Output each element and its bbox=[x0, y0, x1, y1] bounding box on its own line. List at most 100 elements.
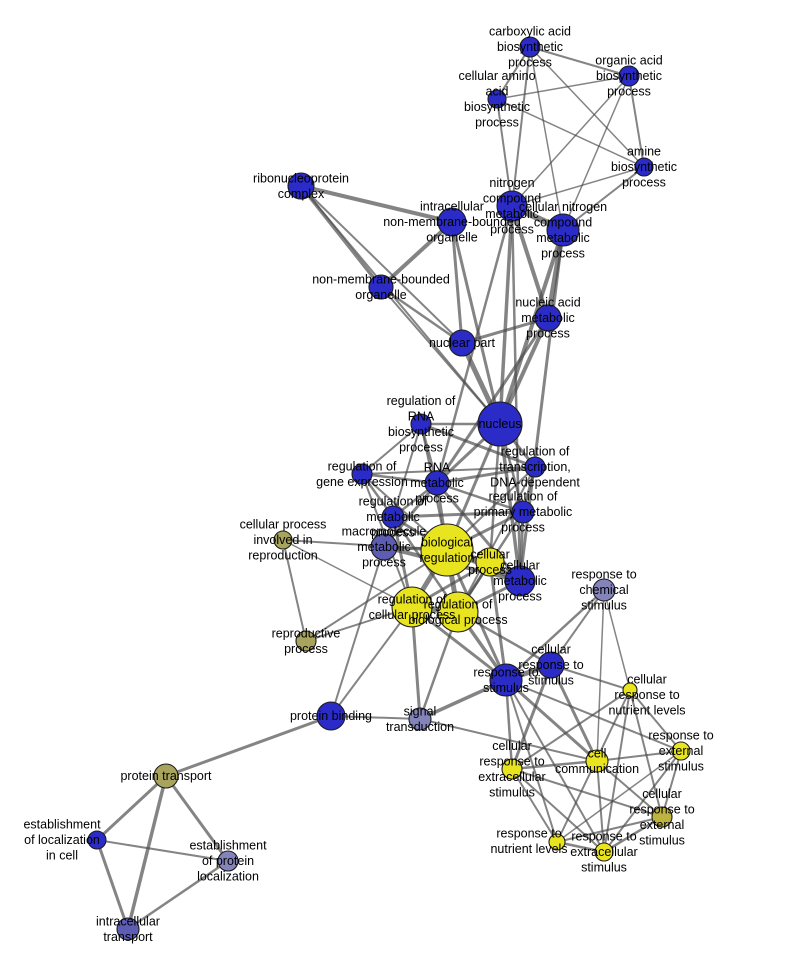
edge-n14-n16 bbox=[435, 465, 537, 485]
edge-n34-n35 bbox=[510, 759, 599, 771]
node-n23[interactable]: response to chemical stimulus bbox=[592, 578, 616, 602]
edge-n13-n15 bbox=[361, 423, 422, 475]
edge-n34-n41 bbox=[511, 768, 605, 853]
edge-n31-n37 bbox=[164, 714, 333, 778]
edge-n29-n40 bbox=[505, 679, 558, 843]
edge-n09-n11 bbox=[379, 285, 464, 345]
node-n27[interactable]: reproductive process bbox=[295, 630, 317, 652]
node-n16[interactable]: RNA metabolic process bbox=[424, 470, 450, 496]
edge-n05-n11 bbox=[300, 185, 463, 344]
edge-n34-n36 bbox=[511, 768, 663, 818]
edge-n02-n03 bbox=[496, 75, 630, 100]
node-n30[interactable]: cellular response to nutrient levels bbox=[622, 682, 638, 698]
node-n18[interactable]: regulation of primary metabolic process bbox=[511, 500, 535, 524]
node-n20[interactable]: biological regulation bbox=[420, 523, 474, 577]
node-n31[interactable]: protein binding bbox=[316, 701, 346, 731]
edge-n28-n34 bbox=[510, 663, 553, 771]
edge-n29-n35 bbox=[504, 678, 599, 763]
edge-n03-n04 bbox=[496, 98, 645, 168]
edge-n30-n36 bbox=[629, 689, 663, 818]
node-n14[interactable]: regulation of transcription, DNA-depende… bbox=[524, 456, 546, 478]
node-n29[interactable]: response to stimulus bbox=[489, 663, 523, 697]
edge-n25-n31 bbox=[330, 606, 413, 717]
edge-n23-n30 bbox=[603, 589, 631, 691]
edge-n30-n41 bbox=[603, 689, 631, 853]
edge-n37-n38 bbox=[95, 774, 168, 842]
node-n06[interactable]: nitrogen compound metabolic process bbox=[496, 190, 528, 222]
node-n32[interactable]: signal transduction bbox=[408, 707, 432, 731]
node-n08[interactable]: intracellular non-membrane-bounded organ… bbox=[437, 207, 467, 237]
edge-n40-n36 bbox=[556, 816, 663, 843]
edge-n04-n07 bbox=[562, 166, 645, 231]
edge-n19-n31 bbox=[330, 546, 385, 717]
edge-n23-n29 bbox=[504, 588, 606, 682]
node-n40[interactable]: response to nutrient levels bbox=[548, 833, 566, 851]
edge-n17-n18 bbox=[391, 510, 525, 519]
node-n21[interactable]: cellular process bbox=[475, 547, 505, 577]
edge-n01-n06 bbox=[511, 46, 531, 207]
edge-n30-n33 bbox=[629, 689, 682, 752]
node-n02[interactable]: organic acid biosynthetic process bbox=[618, 65, 640, 87]
edge-n01-n07 bbox=[529, 46, 564, 231]
edge-n21-n29 bbox=[488, 560, 508, 682]
edge-n04-n06 bbox=[511, 166, 645, 207]
node-n35[interactable]: cell communication bbox=[585, 749, 609, 773]
node-n37[interactable]: protein transport bbox=[153, 763, 179, 789]
edge-n35-n41 bbox=[596, 760, 605, 853]
edge-n33-n35 bbox=[596, 750, 682, 762]
node-n33[interactable]: response to external stimulus bbox=[671, 741, 691, 761]
node-n15[interactable]: regulation of gene expression bbox=[351, 463, 373, 485]
edge-n30-n34 bbox=[511, 689, 631, 770]
node-n04[interactable]: amine biosynthetic process bbox=[634, 157, 654, 177]
edge-n39-n42 bbox=[126, 859, 230, 931]
node-n12[interactable]: nucleus bbox=[477, 401, 523, 447]
edge-n12-n21 bbox=[488, 422, 502, 564]
edge-n28-n30 bbox=[550, 664, 631, 691]
edge-n38-n39 bbox=[96, 839, 229, 862]
node-n34[interactable]: cellular response to extracellular stimu… bbox=[501, 758, 523, 780]
edge-n13-n17 bbox=[392, 423, 422, 518]
edge-n34-n40 bbox=[511, 768, 558, 843]
edge-n16-n18 bbox=[435, 481, 525, 514]
edge-n09-n12 bbox=[380, 286, 501, 425]
edge-n10-n16 bbox=[435, 316, 550, 485]
edge-n20-n24 bbox=[282, 539, 448, 551]
edge-n41-n36 bbox=[602, 815, 664, 854]
edge-n33-n36 bbox=[661, 750, 682, 818]
node-n13[interactable]: regulation of RNA biosynthetic process bbox=[410, 413, 432, 435]
edge-n03-n06 bbox=[496, 98, 513, 207]
node-n25[interactable]: regulation of cellular process bbox=[391, 586, 433, 628]
edge-n35-n36 bbox=[596, 760, 663, 818]
node-n26[interactable]: regulation of biological process bbox=[437, 591, 479, 633]
node-n22[interactable]: cellular metabolic process bbox=[504, 565, 536, 597]
node-n10[interactable]: nucleic acid metabolic process bbox=[534, 304, 562, 332]
edge-n02-n04 bbox=[628, 75, 645, 168]
node-n36[interactable]: cellular response to external stimulus bbox=[651, 806, 673, 828]
node-n42[interactable]: intracellular transport bbox=[116, 917, 140, 941]
edge-n13-n14 bbox=[419, 422, 537, 469]
edge-n12-n22 bbox=[498, 422, 522, 583]
edge-n14-n15 bbox=[361, 466, 536, 475]
edge-n05-n08 bbox=[299, 184, 454, 224]
edge-n14-n26 bbox=[457, 466, 536, 613]
edge-n02-n07 bbox=[562, 75, 630, 231]
node-n19[interactable]: macromolecule metabolic process bbox=[370, 533, 398, 561]
node-n17[interactable]: regulation of metabolic process bbox=[381, 505, 405, 529]
node-n11[interactable]: nuclear part bbox=[448, 329, 476, 357]
node-n28[interactable]: cellular response to stimulus bbox=[537, 651, 565, 679]
node-n24[interactable]: cellular process involved in reproductio… bbox=[273, 530, 293, 550]
node-n38[interactable]: establishment of localization in cell bbox=[87, 830, 107, 850]
edge-n08-n09 bbox=[379, 220, 454, 289]
edge-n38-n42 bbox=[95, 838, 130, 931]
node-n05[interactable]: ribonucleoprotein complex bbox=[287, 172, 315, 200]
edge-n37-n39 bbox=[164, 774, 230, 863]
node-n03[interactable]: cellular amino acid biosynthetic process bbox=[487, 89, 507, 109]
edge-n20-n27 bbox=[305, 549, 448, 642]
node-n09[interactable]: non-membrane-bounded organelle bbox=[368, 274, 394, 300]
node-n41[interactable]: response to extracellular stimulus bbox=[594, 842, 614, 862]
node-n07[interactable]: cellular nitrogen compound metabolic pro… bbox=[546, 213, 580, 247]
node-n39[interactable]: establishment of protein localization bbox=[217, 850, 239, 872]
node-n01[interactable]: carboxylic acid biosynthetic process bbox=[519, 36, 541, 58]
